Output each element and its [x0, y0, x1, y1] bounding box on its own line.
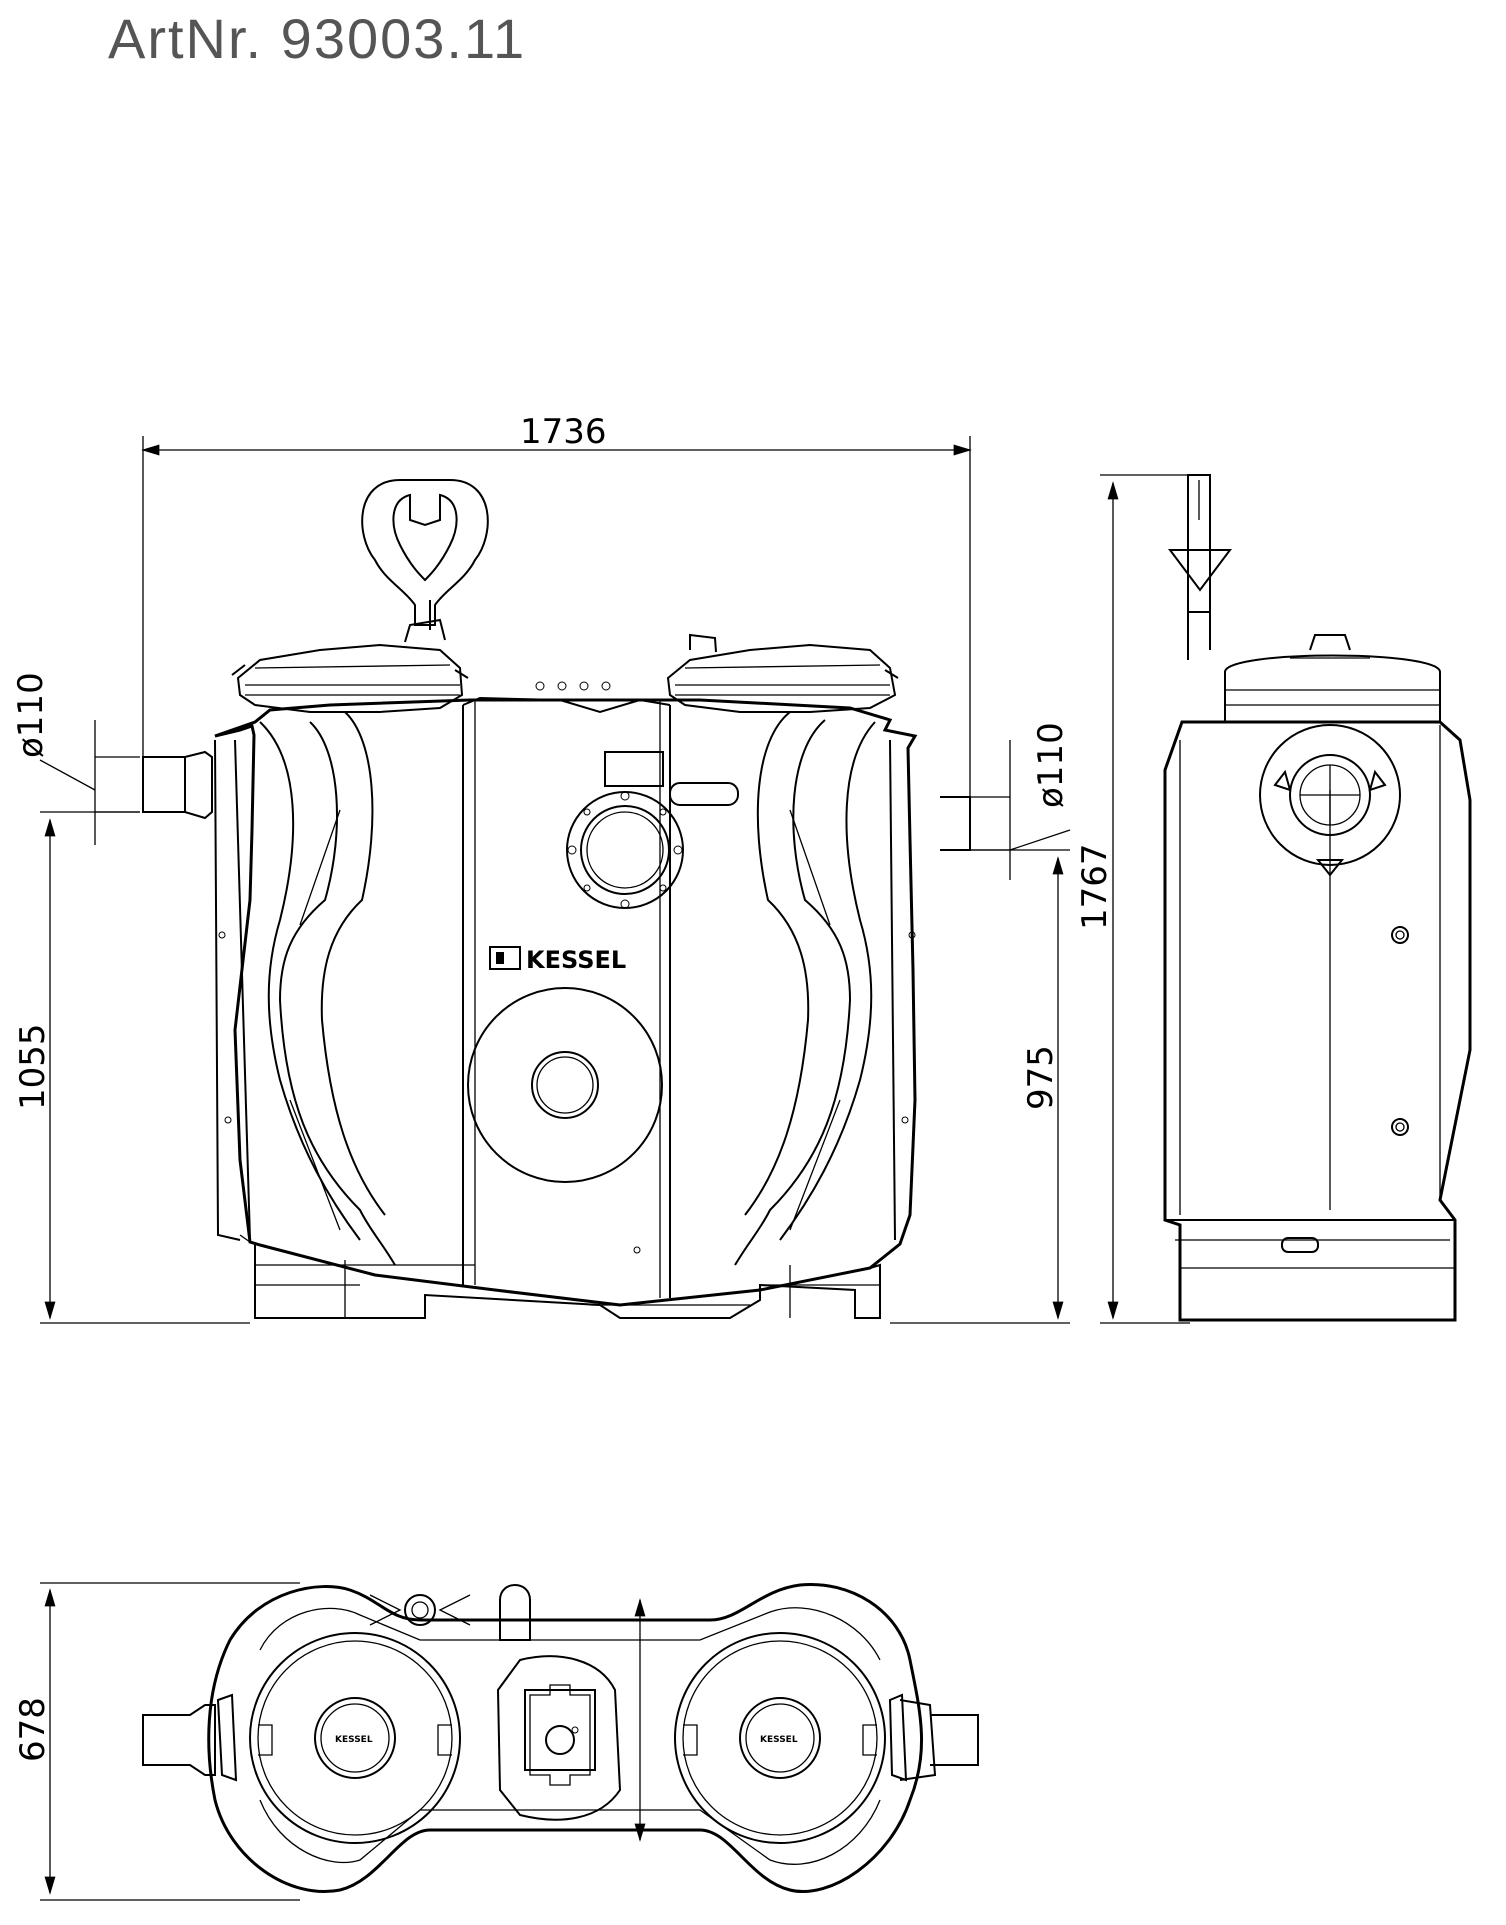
svg-text:KESSEL: KESSEL — [335, 1735, 373, 1745]
dim-total-height-label: 1767 — [1075, 843, 1115, 930]
dim-depth-label: 678 — [13, 1697, 53, 1762]
right-lid — [666, 633, 899, 713]
dim-width-label: 1736 — [520, 412, 607, 452]
dim-outlet-diameter-label: ø110 — [1031, 722, 1071, 808]
svg-text:KESSEL: KESSEL — [526, 946, 626, 974]
dim-inlet-height-label: 1055 — [13, 1023, 53, 1110]
kessel-logo: KESSEL — [489, 946, 626, 974]
article-number: ArtNr. 93003.11 — [108, 7, 526, 70]
top-view: 678 KESSEL KESSEL — [13, 1582, 979, 1901]
side-view: 1767 — [1075, 474, 1472, 1324]
control-disc — [467, 987, 663, 1183]
dim-inlet-diameter-label: ø110 — [11, 672, 51, 758]
inspection-port — [566, 791, 684, 909]
front-view: 1736 1055 ø110 975 ø110 — [11, 412, 1071, 1324]
svg-text:KESSEL: KESSEL — [760, 1735, 798, 1745]
left-lid — [231, 479, 489, 713]
label-plate — [604, 751, 664, 787]
dim-outlet-height-label: 975 — [1021, 1045, 1061, 1110]
